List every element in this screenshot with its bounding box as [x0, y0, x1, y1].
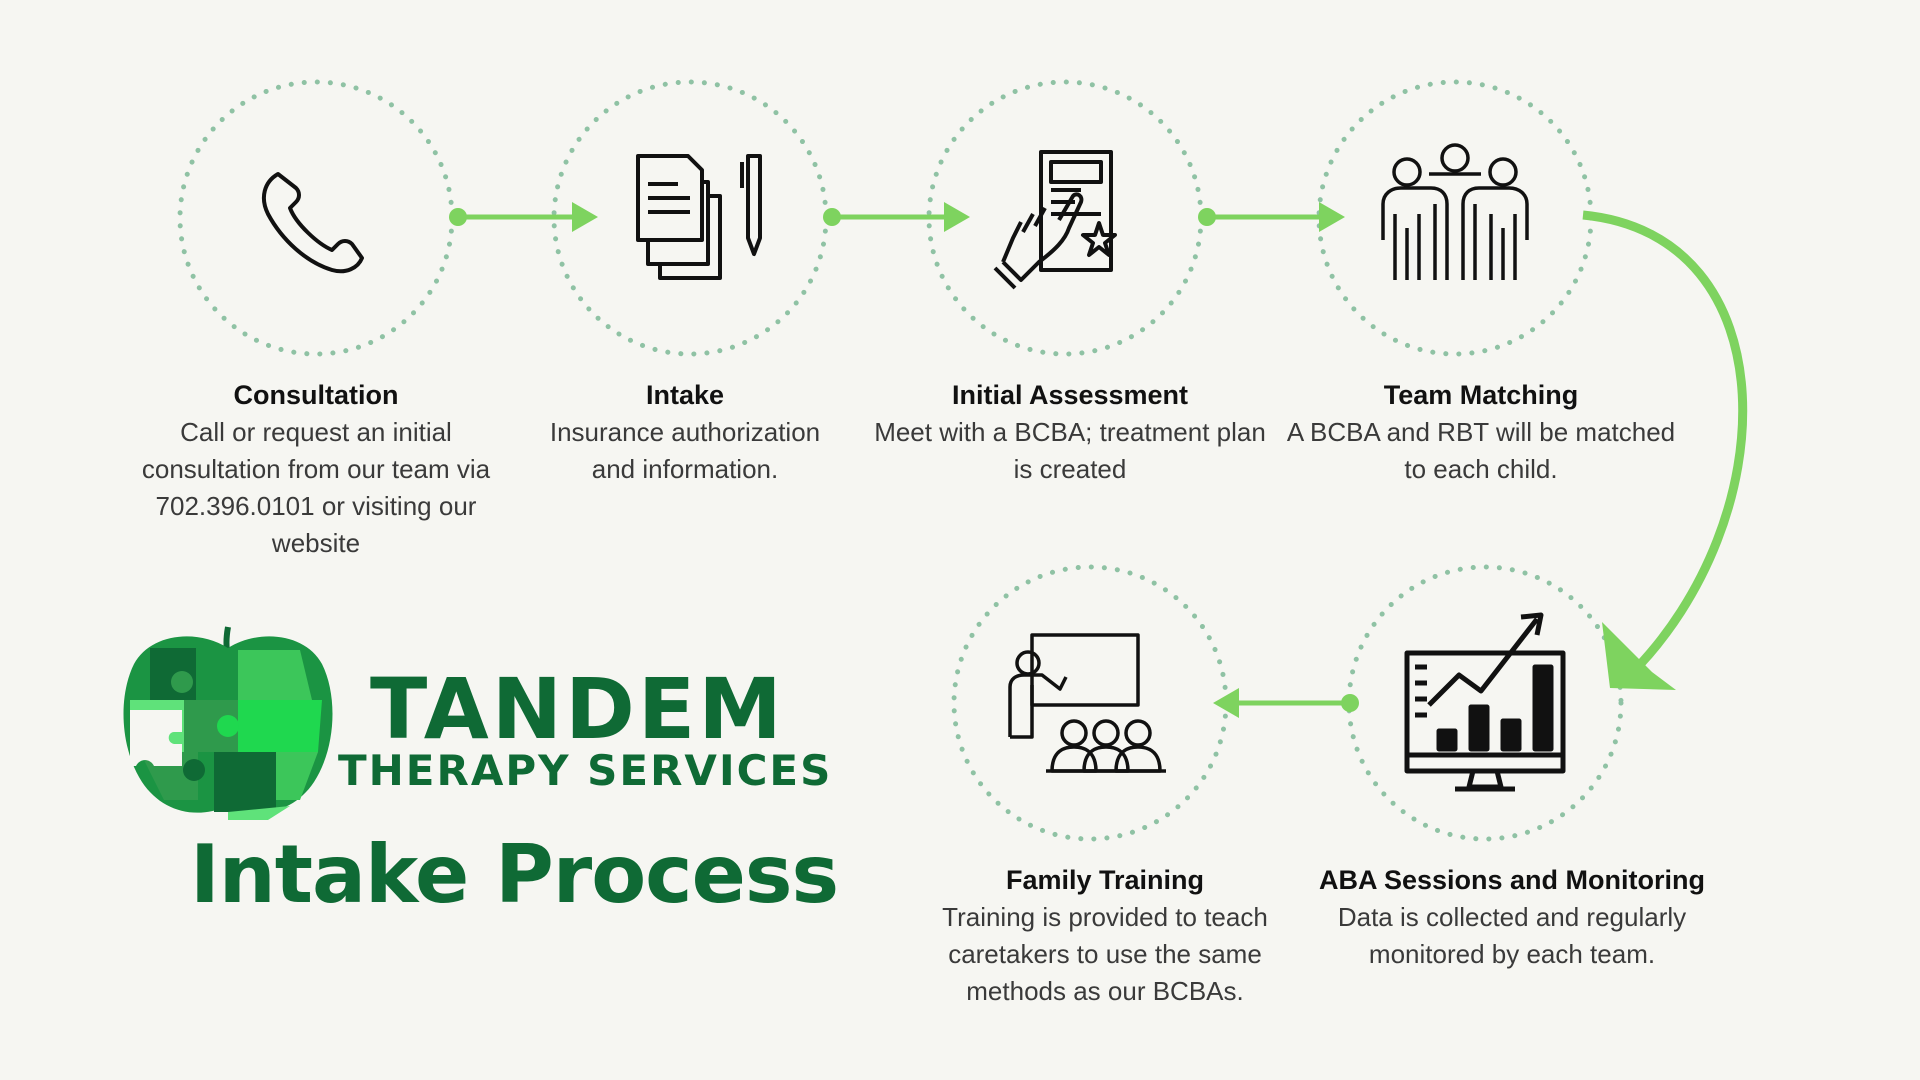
step-aba-sessions: ABA Sessions and Monitoring Data is coll… — [1300, 862, 1724, 973]
ring-initial-assessment — [926, 79, 1204, 357]
step-desc-line: Data is collected and regularly — [1337, 902, 1687, 932]
ring-team-matching — [1316, 79, 1594, 357]
step-desc-line: monitored by each team. — [1368, 939, 1656, 969]
arrow-intake-to-assessment — [823, 202, 970, 232]
step-desc-line: consultation from our team via — [141, 454, 491, 484]
step-desc-line: A BCBA and RBT will be matched — [1286, 417, 1676, 447]
arrow-consultation-to-intake — [449, 202, 598, 232]
step-team-matching: Team Matching A BCBA and RBT will be mat… — [1276, 377, 1686, 488]
clipboard-hand-icon — [993, 150, 1117, 290]
classroom-teacher-icon — [1008, 633, 1166, 773]
documents-pen-icon — [636, 154, 762, 280]
step-desc-line: 702.396.0101 or visiting our — [155, 491, 477, 521]
arrow-assessment-to-team — [1198, 202, 1345, 232]
step-title: Consultation — [233, 380, 399, 410]
step-title: ABA Sessions and Monitoring — [1318, 865, 1705, 895]
brand-subtitle: THERAPY SERVICES — [338, 746, 833, 795]
ring-consultation — [177, 79, 455, 357]
step-desc-line: and information. — [591, 454, 779, 484]
monitor-chart-icon — [1404, 612, 1566, 792]
step-title: Family Training — [1005, 865, 1205, 895]
step-title: Team Matching — [1383, 380, 1579, 410]
page-title: Intake Process — [190, 828, 839, 921]
brand-name: TANDEM — [370, 660, 785, 758]
arrow-team-to-aba-curved — [1582, 210, 1748, 690]
step-desc-line: Training is provided to teach — [942, 902, 1268, 932]
step-desc-line: methods as our BCBAs. — [966, 976, 1244, 1006]
step-desc-line: Insurance authorization — [549, 417, 821, 447]
step-intake: Intake Insurance authorization and infor… — [510, 377, 860, 488]
step-initial-assessment: Initial Assessment Meet with a BCBA; tre… — [858, 377, 1282, 488]
step-desc-line: is created — [1013, 454, 1127, 484]
arrow-aba-to-family — [1213, 688, 1359, 718]
step-title: Initial Assessment — [951, 380, 1189, 410]
ring-family-training — [951, 564, 1229, 842]
step-desc-line: to each child. — [1404, 454, 1558, 484]
step-desc-line: website — [271, 528, 361, 558]
step-desc-line: caretakers to use the same — [948, 939, 1262, 969]
step-family-training: Family Training Training is provided to … — [900, 862, 1310, 1010]
phone-icon — [261, 172, 364, 274]
step-consultation: Consultation Call or request an initial … — [116, 377, 516, 562]
connector-arrows — [449, 202, 1748, 718]
step-desc-line: Meet with a BCBA; treatment plan — [874, 417, 1266, 447]
apple-puzzle-logo — [123, 626, 333, 820]
step-desc-line: Call or request an initial — [180, 417, 452, 447]
team-people-icon — [1381, 143, 1529, 280]
step-title: Intake — [645, 380, 725, 410]
ring-aba-sessions — [1346, 564, 1624, 842]
